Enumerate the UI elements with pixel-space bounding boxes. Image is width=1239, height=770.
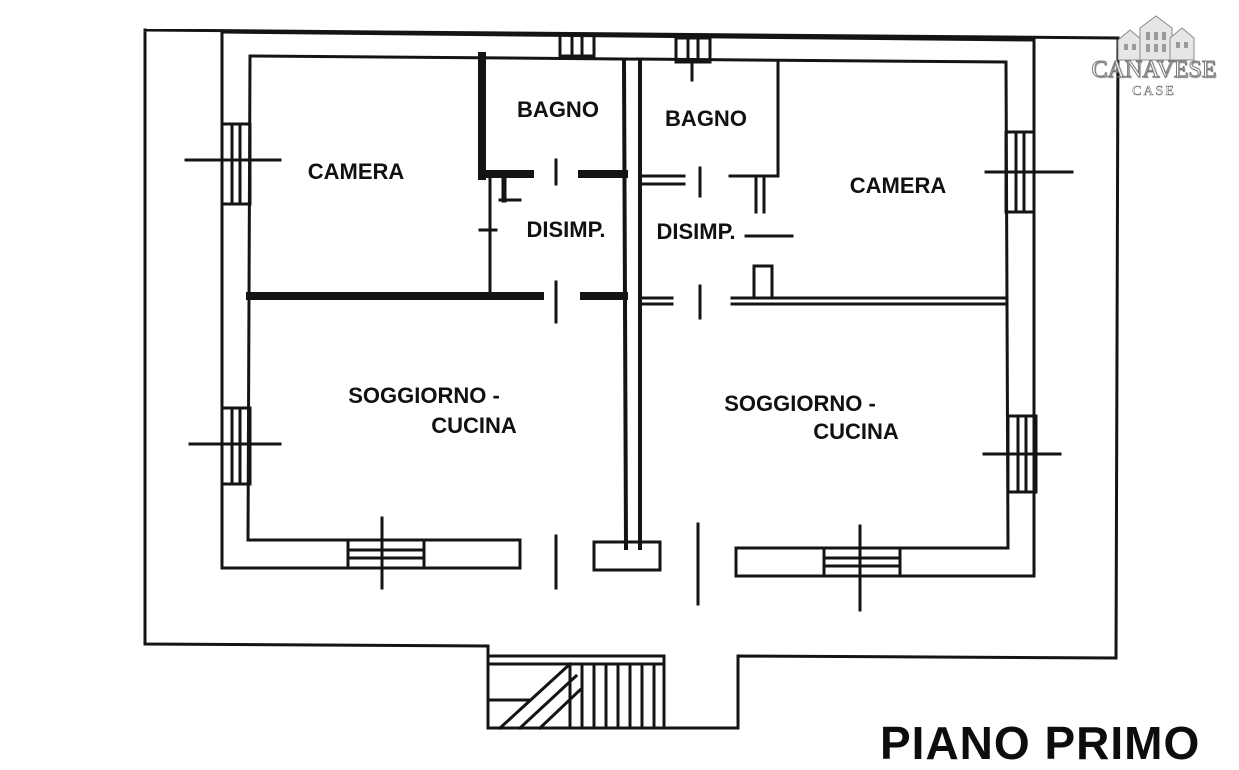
- left-interior-walls: [246, 52, 628, 300]
- windows: [184, 32, 1074, 612]
- room-label-right-bagno: BAGNO: [665, 106, 747, 131]
- watermark-logo: CANAVESE CASE: [1080, 14, 1230, 104]
- central-wall: [621, 59, 642, 551]
- watermark-sub: CASE: [1132, 84, 1176, 100]
- room-label-left-soggiorno: SOGGIORNO -: [348, 383, 500, 408]
- houses-icon: [1117, 15, 1195, 61]
- balcony-outline: [143, 28, 1120, 730]
- room-label-right-cucina: CUCINA: [813, 419, 899, 444]
- watermark-brand: CANAVESE: [1091, 57, 1217, 83]
- room-label-right-soggiorno: SOGGIORNO -: [724, 391, 876, 416]
- staircase: [486, 654, 666, 731]
- door-jambs: [478, 158, 702, 606]
- room-labels: CAMERA BAGNO DISIMP. SOGGIORNO - CUCINA …: [308, 97, 947, 444]
- right-interior-walls: [638, 60, 1008, 306]
- room-label-right-camera: CAMERA: [850, 173, 947, 198]
- room-label-right-disimp: DISIMP.: [656, 219, 735, 244]
- entry-block: [592, 540, 662, 572]
- room-label-left-bagno: BAGNO: [517, 97, 599, 122]
- room-label-left-camera: CAMERA: [308, 159, 405, 184]
- room-label-left-cucina: CUCINA: [431, 413, 517, 438]
- room-label-left-disimp: DISIMP.: [526, 217, 605, 242]
- floor-title: PIANO PRIMO: [880, 717, 1201, 769]
